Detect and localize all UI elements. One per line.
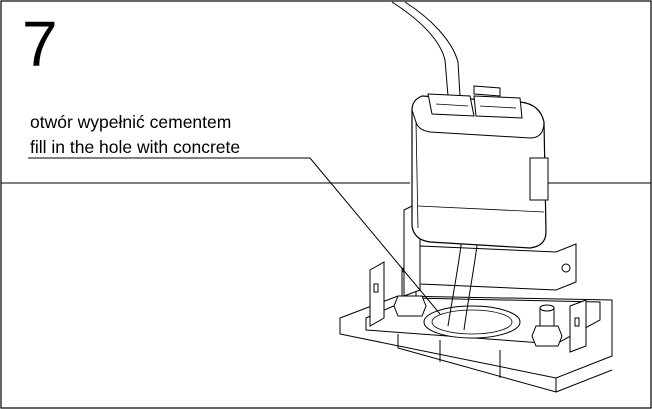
plate-hole [561, 263, 571, 273]
base-embed-side [555, 369, 613, 393]
bracket-slot-right [574, 317, 580, 327]
frame-left-bracket [369, 261, 385, 327]
step-number: 7 [22, 8, 58, 80]
cable-down-left [447, 237, 463, 327]
annotation-text-english: fill in the hole with concrete [30, 137, 241, 157]
cable-outer-left [391, 1, 449, 97]
support-plate [419, 243, 577, 291]
hole-inner-edge [431, 309, 513, 335]
cable-down-right [463, 237, 479, 331]
cable-outer-right [404, 1, 461, 97]
annotation-text-polish: otwór wypełnić cementem [30, 112, 232, 132]
annotation-leader-line [309, 157, 441, 315]
concrete-fill-hole [423, 305, 521, 339]
junction-box [411, 85, 549, 249]
base-embed-front [397, 334, 557, 393]
bolt-right [531, 304, 563, 347]
bracket-slot-left [373, 283, 379, 293]
